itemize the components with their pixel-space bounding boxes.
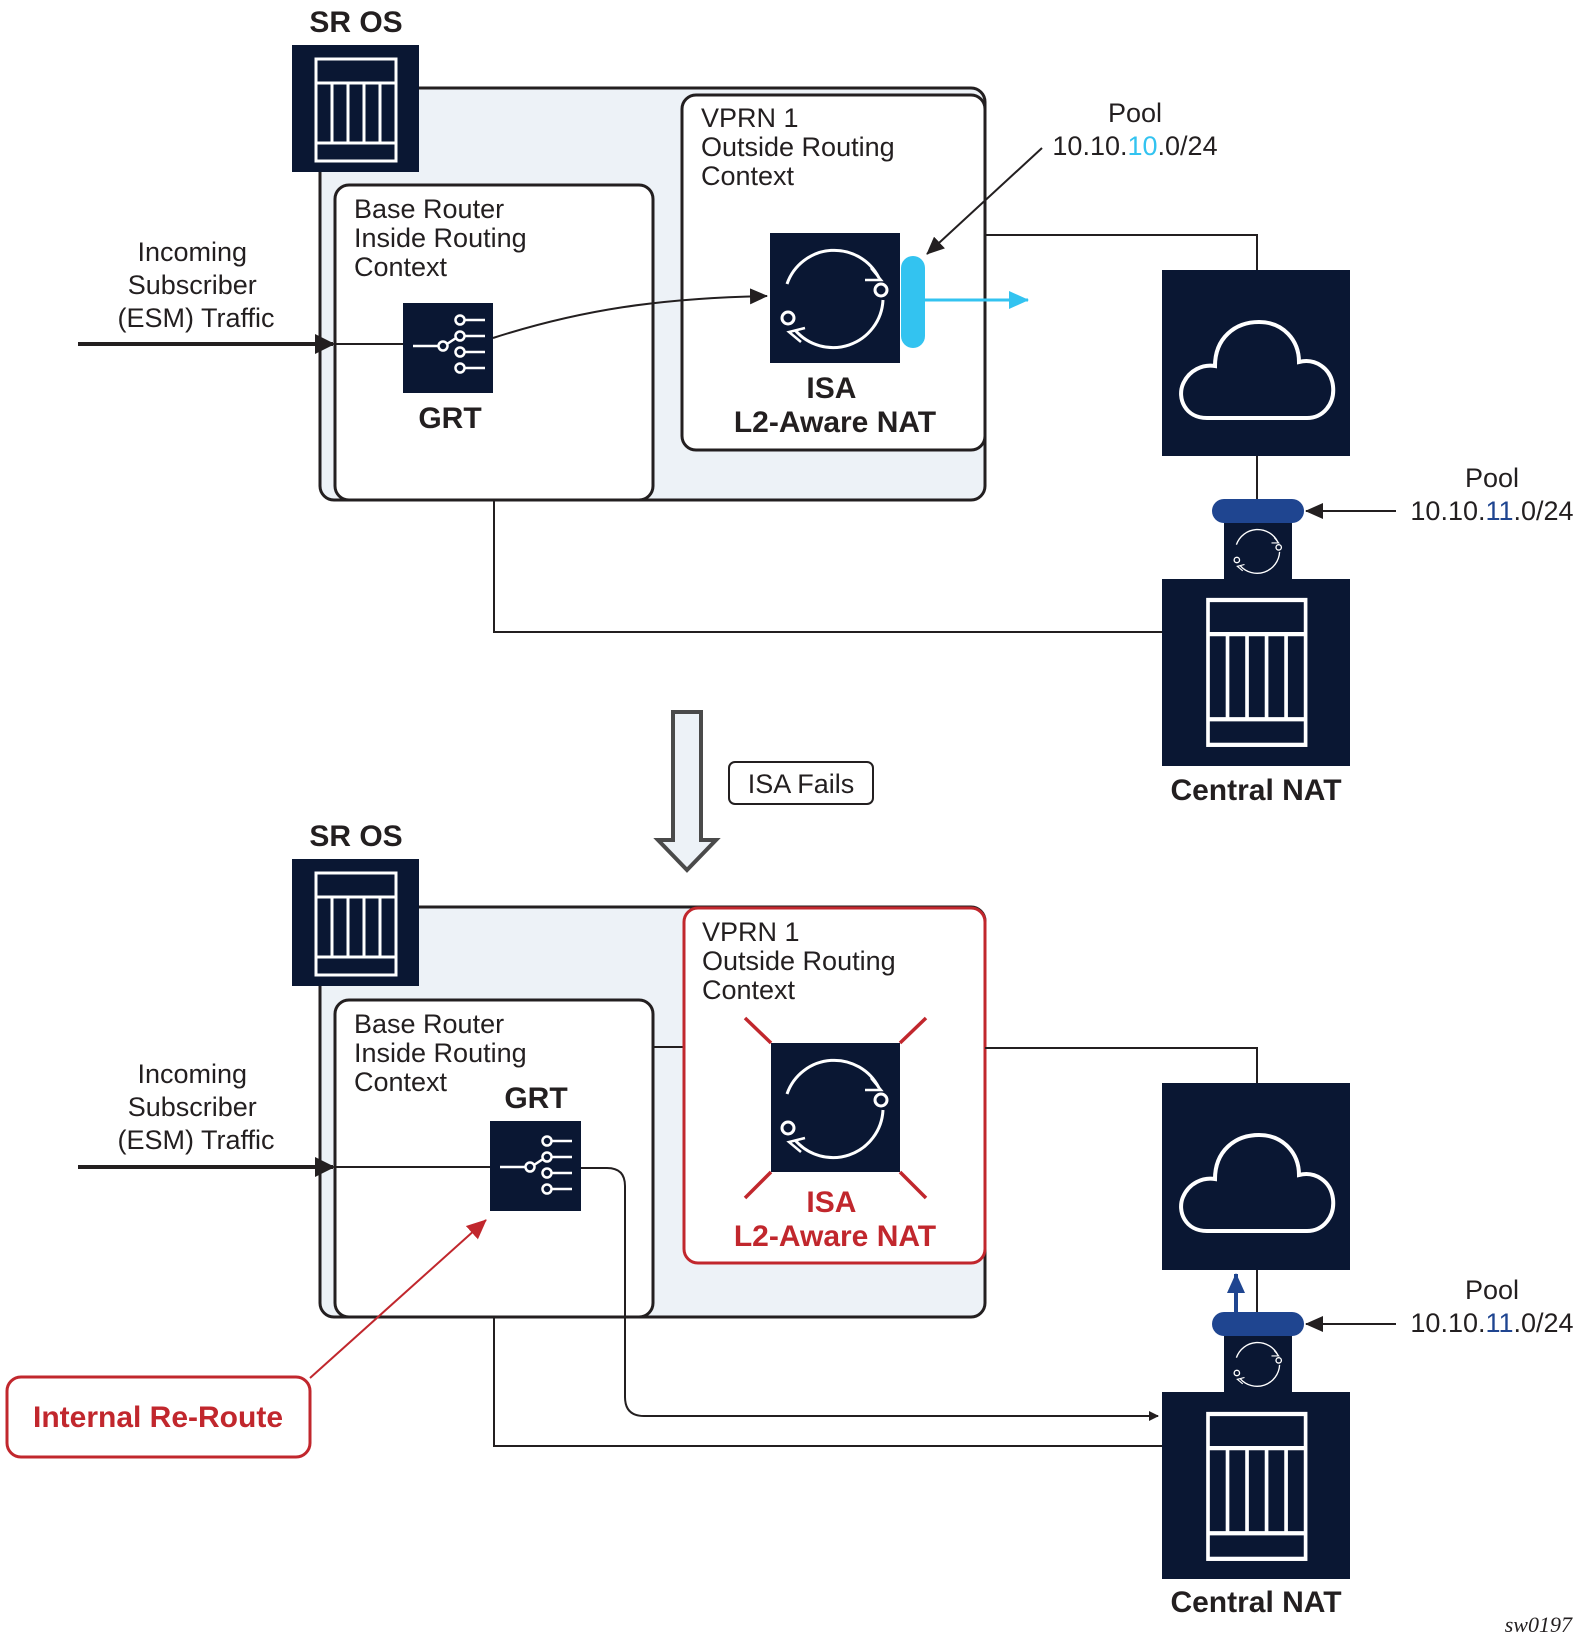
central-nat-isa-icon: [1224, 523, 1292, 579]
failure-mark: [898, 1170, 928, 1200]
grt-label: GRT: [418, 402, 481, 435]
reroute-callout-pointer: [309, 1219, 487, 1379]
failure-mark: [743, 1016, 773, 1045]
isa-nat-icon: [770, 233, 900, 363]
pool-a-prefix: 10.10.10.0/24: [1052, 131, 1217, 161]
transition-down-arrow: [653, 710, 721, 873]
base-to-central-nat-link: [493, 500, 1162, 633]
cloud-icon-bottom: [1162, 1083, 1350, 1270]
isa-label-failed: ISA L2-Aware NAT: [734, 1186, 936, 1253]
base-to-central-nat-link-bottom: [493, 1317, 1162, 1447]
sros-label-bottom: SR OS: [309, 820, 402, 853]
reroute-callout-label: Internal Re-Route: [33, 1401, 283, 1434]
central-nat-isa-icon-bottom: [1224, 1336, 1292, 1392]
sros-label: SR OS: [309, 6, 402, 39]
cloud-icon: [1162, 270, 1350, 456]
grt-label-bottom: GRT: [504, 1082, 567, 1115]
grt-switch-icon-bottom: [490, 1121, 581, 1211]
sros-router-icon: [292, 45, 419, 172]
incoming-traffic-label: Incoming Subscriber (ESM) Traffic: [117, 237, 274, 333]
vprn-label: VPRN 1 Outside Routing Context: [701, 103, 902, 191]
isa-fails-label: ISA Fails: [748, 769, 855, 799]
grt-switch-icon: [403, 303, 493, 393]
bottom-scenario: SR OS Base Router Inside Routing Context…: [5, 820, 1574, 1619]
pool-b-prefix: 10.10.11.0/24: [1410, 496, 1573, 526]
grt-to-isa-arrow: [492, 288, 768, 339]
vprn-label-bottom: VPRN 1 Outside Routing Context: [702, 917, 903, 1005]
central-nat-label: Central NAT: [1170, 774, 1341, 807]
pool-11-interface: [1212, 499, 1304, 523]
pool-a-pointer: [926, 147, 1043, 255]
reroute-path-arrow: [581, 1167, 1159, 1421]
base-router-label-bottom: Base Router Inside Routing Context: [354, 1009, 534, 1097]
pool-b-prefix-bottom: 10.10.11.0/24: [1410, 1308, 1573, 1338]
pool-a-title: Pool: [1108, 98, 1162, 128]
base-router-label: Base Router Inside Routing Context: [354, 194, 534, 282]
transition: ISA Fails: [653, 710, 874, 873]
sros-router-icon-bottom: [292, 859, 419, 986]
top-scenario: SR OS Base Router Inside Routing Context…: [78, 6, 1574, 807]
pool-b-title-bottom: Pool: [1465, 1275, 1519, 1305]
central-nat-label-bottom: Central NAT: [1170, 1586, 1341, 1619]
vprn-to-cloud-link: [985, 234, 1258, 270]
reroute-callout-box: [5, 1375, 312, 1459]
pool-b-title: Pool: [1465, 463, 1519, 493]
isa-label: ISA L2-Aware NAT: [734, 372, 936, 439]
figure-id: sw0197: [1505, 1612, 1573, 1637]
pool-11-interface-bottom: [1212, 1312, 1304, 1336]
central-nat-router-icon-bottom: [1162, 1392, 1350, 1579]
pool-10-interface: [901, 256, 925, 348]
central-nat-router-icon: [1162, 579, 1350, 766]
vprn-to-cloud-link-bottom: [985, 1047, 1258, 1083]
failure-mark: [743, 1170, 773, 1200]
isa-nat-icon-failed: [743, 1016, 928, 1200]
failure-mark: [898, 1016, 928, 1045]
incoming-traffic-label-bottom: Incoming Subscriber (ESM) Traffic: [117, 1059, 274, 1155]
isa-fails-badge: [728, 761, 874, 805]
